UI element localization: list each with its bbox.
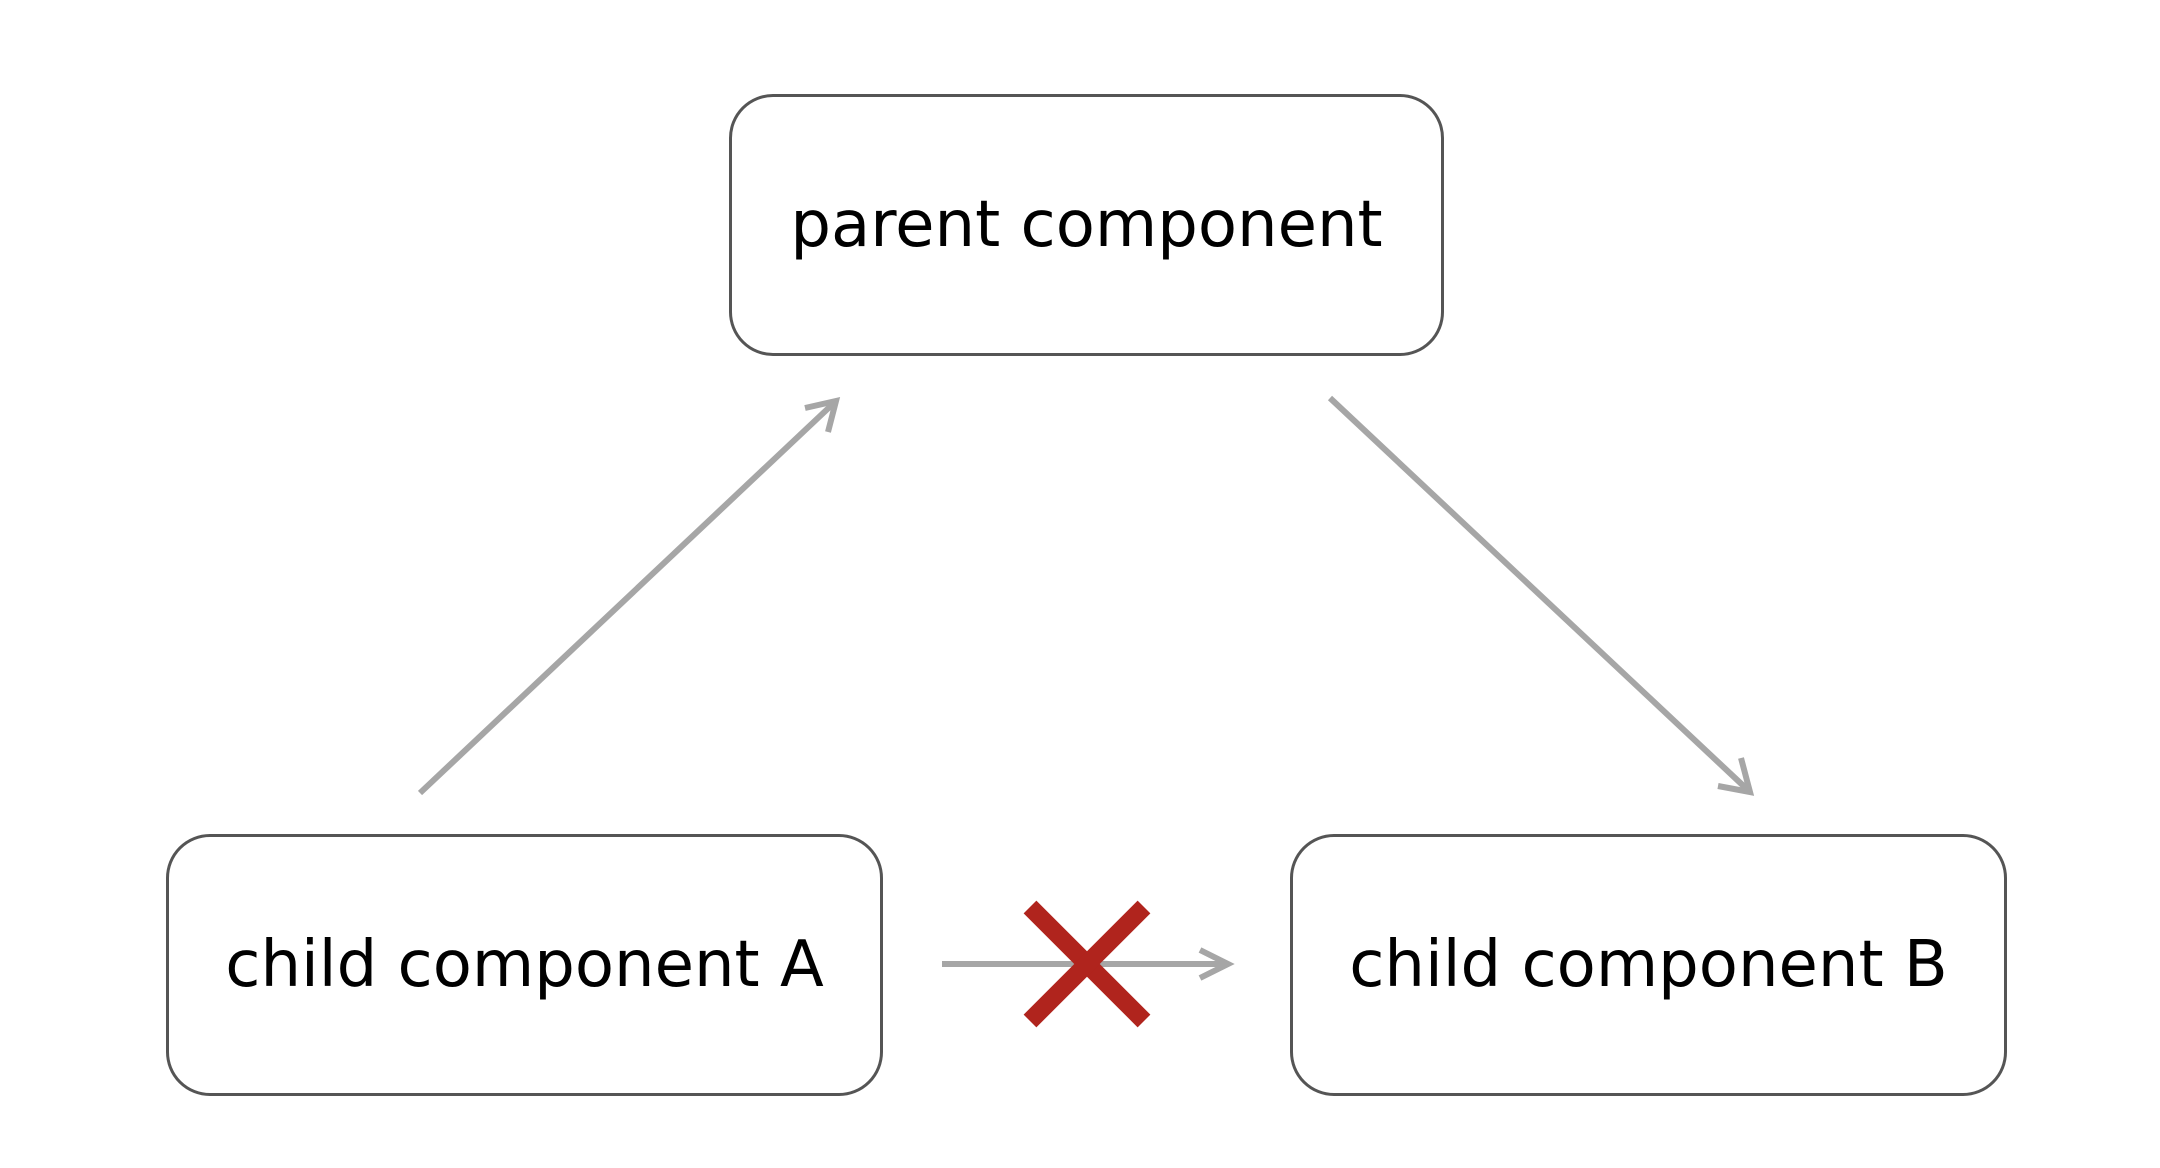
arrowhead-icon xyxy=(1717,757,1755,796)
arrowhead-icon xyxy=(804,396,841,433)
edge-child-a-to-parent xyxy=(417,396,841,796)
node-parent-component: parent component xyxy=(729,94,1444,356)
edge-parent-to-child-b xyxy=(1327,395,1755,796)
edge-child-a-to-child-b-blocked xyxy=(942,900,1235,1028)
node-child-component-a: child component A xyxy=(166,834,883,1096)
arrowhead-icon xyxy=(1198,947,1235,981)
node-label: parent component xyxy=(790,188,1383,262)
node-label: child component A xyxy=(225,928,824,1002)
node-label: child component B xyxy=(1349,928,1948,1002)
node-child-component-b: child component B xyxy=(1290,834,2007,1096)
cross-icon xyxy=(1023,900,1151,1028)
